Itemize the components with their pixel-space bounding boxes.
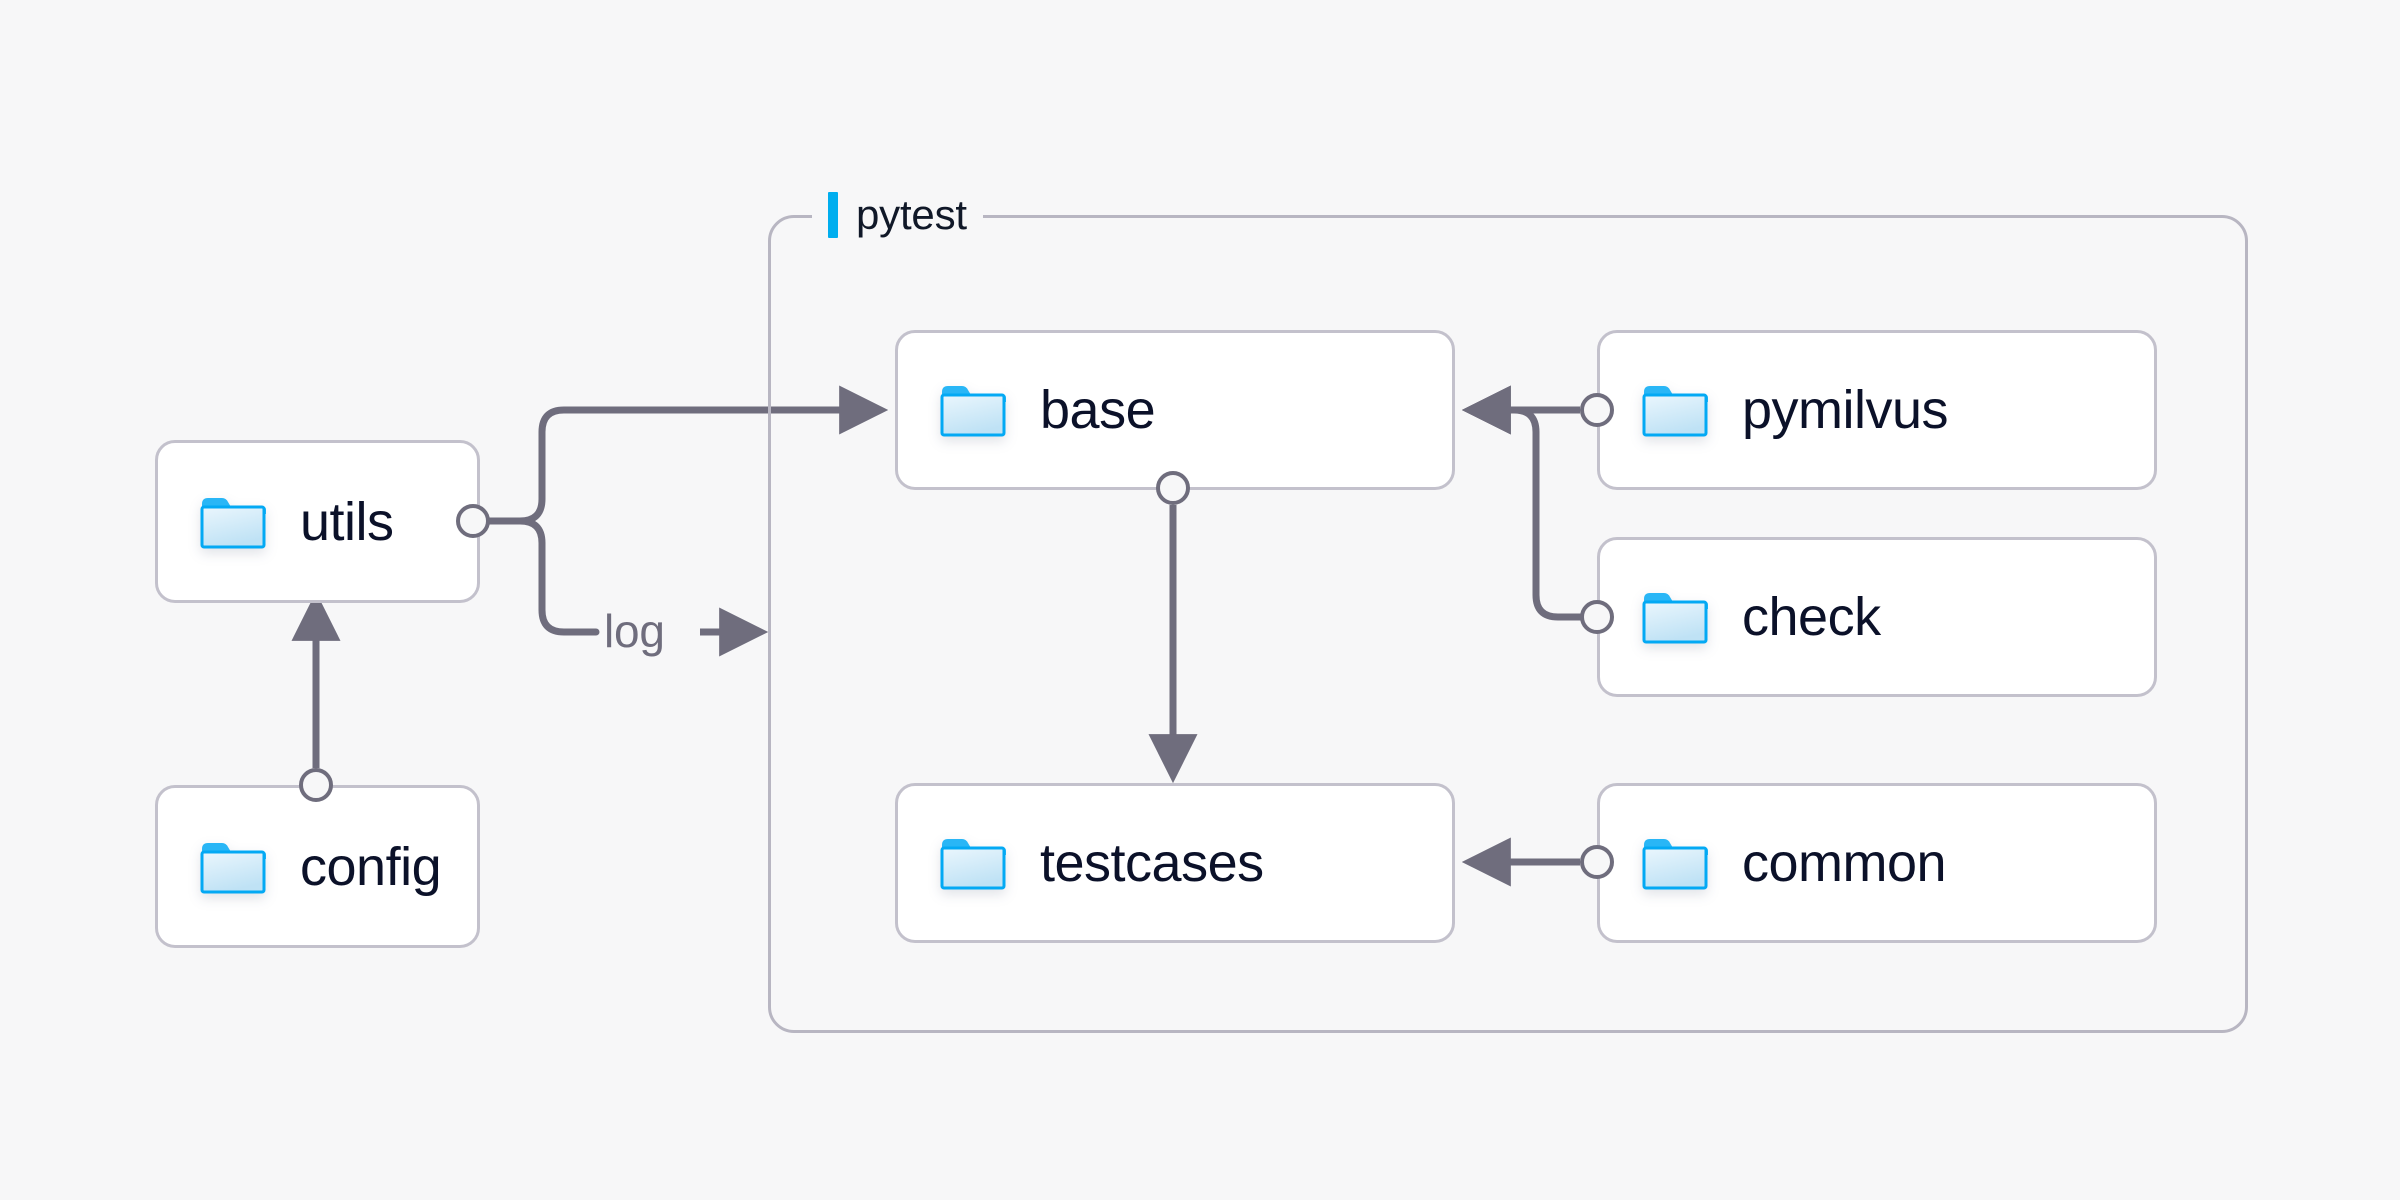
edge-label-log: log — [604, 605, 665, 657]
node-check[interactable]: check — [1597, 537, 2157, 697]
folder-icon — [1642, 382, 1708, 438]
port-base-bottom[interactable] — [1156, 471, 1190, 505]
accent-bar — [828, 192, 838, 238]
folder-icon — [940, 382, 1006, 438]
folder-icon — [940, 835, 1006, 891]
folder-icon — [200, 494, 266, 550]
folder-icon — [200, 839, 266, 895]
node-utils-label: utils — [300, 491, 394, 552]
node-testcases[interactable]: testcases — [895, 783, 1455, 943]
node-pymilvus[interactable]: pymilvus — [1597, 330, 2157, 490]
node-config-label: config — [300, 836, 442, 897]
folder-icon — [1642, 589, 1708, 645]
node-base[interactable]: base — [895, 330, 1455, 490]
node-testcases-label: testcases — [1040, 833, 1264, 893]
node-config[interactable]: config — [155, 785, 480, 948]
port-pymilvus-left[interactable] — [1580, 393, 1614, 427]
node-common[interactable]: common — [1597, 783, 2157, 943]
node-common-label: common — [1742, 833, 1947, 893]
port-utils-right[interactable] — [456, 504, 490, 538]
port-config-top[interactable] — [299, 768, 333, 802]
group-pytest-label: pytest — [812, 188, 983, 242]
node-base-label: base — [1040, 380, 1156, 440]
node-pymilvus-label: pymilvus — [1742, 380, 1949, 440]
group-pytest — [768, 215, 2248, 1033]
port-check-left[interactable] — [1580, 600, 1614, 634]
node-utils[interactable]: utils — [155, 440, 480, 603]
node-check-label: check — [1742, 587, 1881, 647]
group-pytest-title: pytest — [856, 191, 967, 238]
port-common-left[interactable] — [1580, 845, 1614, 879]
folder-icon — [1642, 835, 1708, 891]
